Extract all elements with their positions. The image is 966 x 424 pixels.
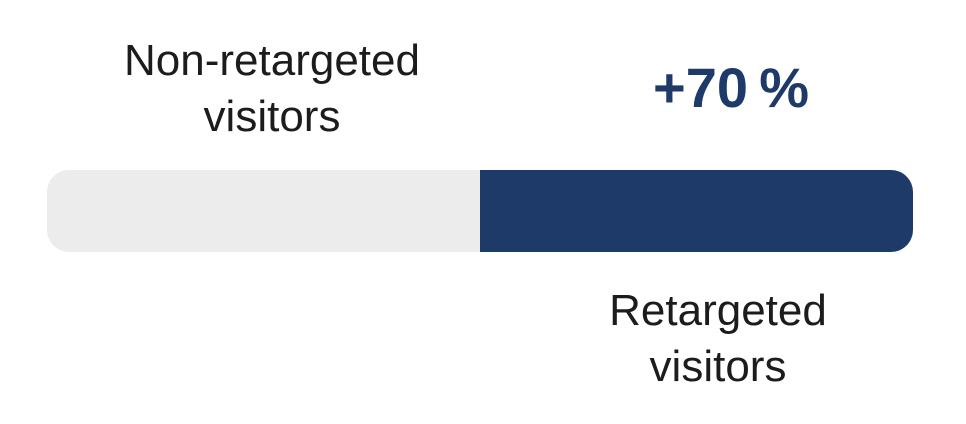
label-non-retargeted-line1: Non-retargeted [124,36,420,85]
uplift-value: +70 % [653,56,809,119]
bar-segment-retargeted [480,170,913,252]
bar-track [47,170,913,252]
label-non-retargeted-line2: visitors [203,92,341,141]
bar-segment-non-retargeted [47,170,480,252]
label-retargeted-line1: Retargeted [609,286,827,335]
label-retargeted: Retargeted visitors [609,283,827,395]
label-retargeted-line2: visitors [649,342,787,391]
label-non-retargeted: Non-retargeted visitors [124,33,420,145]
